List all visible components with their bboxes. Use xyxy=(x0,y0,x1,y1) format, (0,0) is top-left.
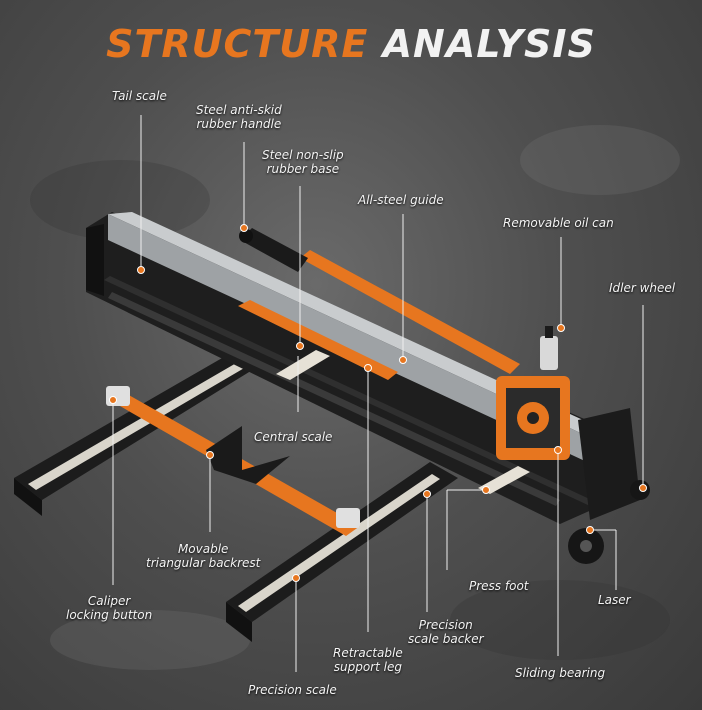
label-oil-can: Removable oil can xyxy=(503,216,614,230)
label-text: Central scale xyxy=(254,430,333,444)
label-rubber-handle: Steel anti-skid rubber handle xyxy=(196,103,282,131)
label-precision-scale: Precision scale xyxy=(248,683,337,697)
label-scale-backer: Precision scale backer xyxy=(408,618,484,646)
central-scale xyxy=(276,350,530,494)
label-backrest: Movable triangular backrest xyxy=(146,542,260,570)
leader-lines xyxy=(112,115,644,672)
label-caliper-button: Caliper locking button xyxy=(66,594,152,622)
label-text: rubber handle xyxy=(196,117,282,131)
label-press-foot: Press foot xyxy=(469,579,528,593)
label-text: Steel non-slip xyxy=(262,148,344,162)
handle-arm xyxy=(239,228,520,374)
label-steel-guide: All-steel guide xyxy=(358,193,444,207)
left-support-arm xyxy=(14,350,262,516)
label-text: rubber base xyxy=(266,162,340,176)
label-text: Movable xyxy=(177,542,229,556)
label-rubber-base: Steel non-slip rubber base xyxy=(262,148,344,176)
right-support-arm xyxy=(226,462,458,642)
page-title: STRUCTURE ANALYSIS xyxy=(0,22,702,66)
label-text: Precision xyxy=(418,618,473,632)
support-leg-bar xyxy=(238,300,398,380)
cutting-head xyxy=(496,326,570,460)
label-text: support leg xyxy=(333,660,402,674)
label-tail-scale: Tail scale xyxy=(112,89,167,103)
label-text: Idler wheel xyxy=(609,281,676,295)
rear-foot xyxy=(568,408,650,564)
label-support-leg: Retractable support leg xyxy=(333,646,403,674)
label-text: Sliding bearing xyxy=(515,666,606,680)
label-text: Laser xyxy=(598,593,631,607)
label-central-scale: Central scale xyxy=(254,430,332,444)
label-text: Steel anti-skid xyxy=(196,103,282,117)
label-text: Tail scale xyxy=(112,89,167,103)
label-text: scale backer xyxy=(408,632,484,646)
caliper-crossbar xyxy=(106,386,360,536)
concrete-texture xyxy=(30,125,680,670)
label-text: Caliper xyxy=(87,594,131,608)
label-idler-wheel: Idler wheel xyxy=(609,281,675,295)
title-part-analysis: ANALYSIS xyxy=(382,22,596,66)
label-text: Precision scale xyxy=(248,683,337,697)
title-part-structure: STRUCTURE xyxy=(106,22,369,66)
label-sliding-bearing: Sliding bearing xyxy=(515,666,605,680)
leader-dots xyxy=(109,224,647,582)
label-text: Removable oil can xyxy=(503,216,614,230)
label-text: All-steel guide xyxy=(358,193,444,207)
label-text: locking button xyxy=(66,608,153,622)
label-laser: Laser xyxy=(598,593,631,607)
label-text: Press foot xyxy=(469,579,529,593)
main-body xyxy=(86,212,622,524)
label-text: triangular backrest xyxy=(146,556,261,570)
label-text: Retractable xyxy=(333,646,403,660)
